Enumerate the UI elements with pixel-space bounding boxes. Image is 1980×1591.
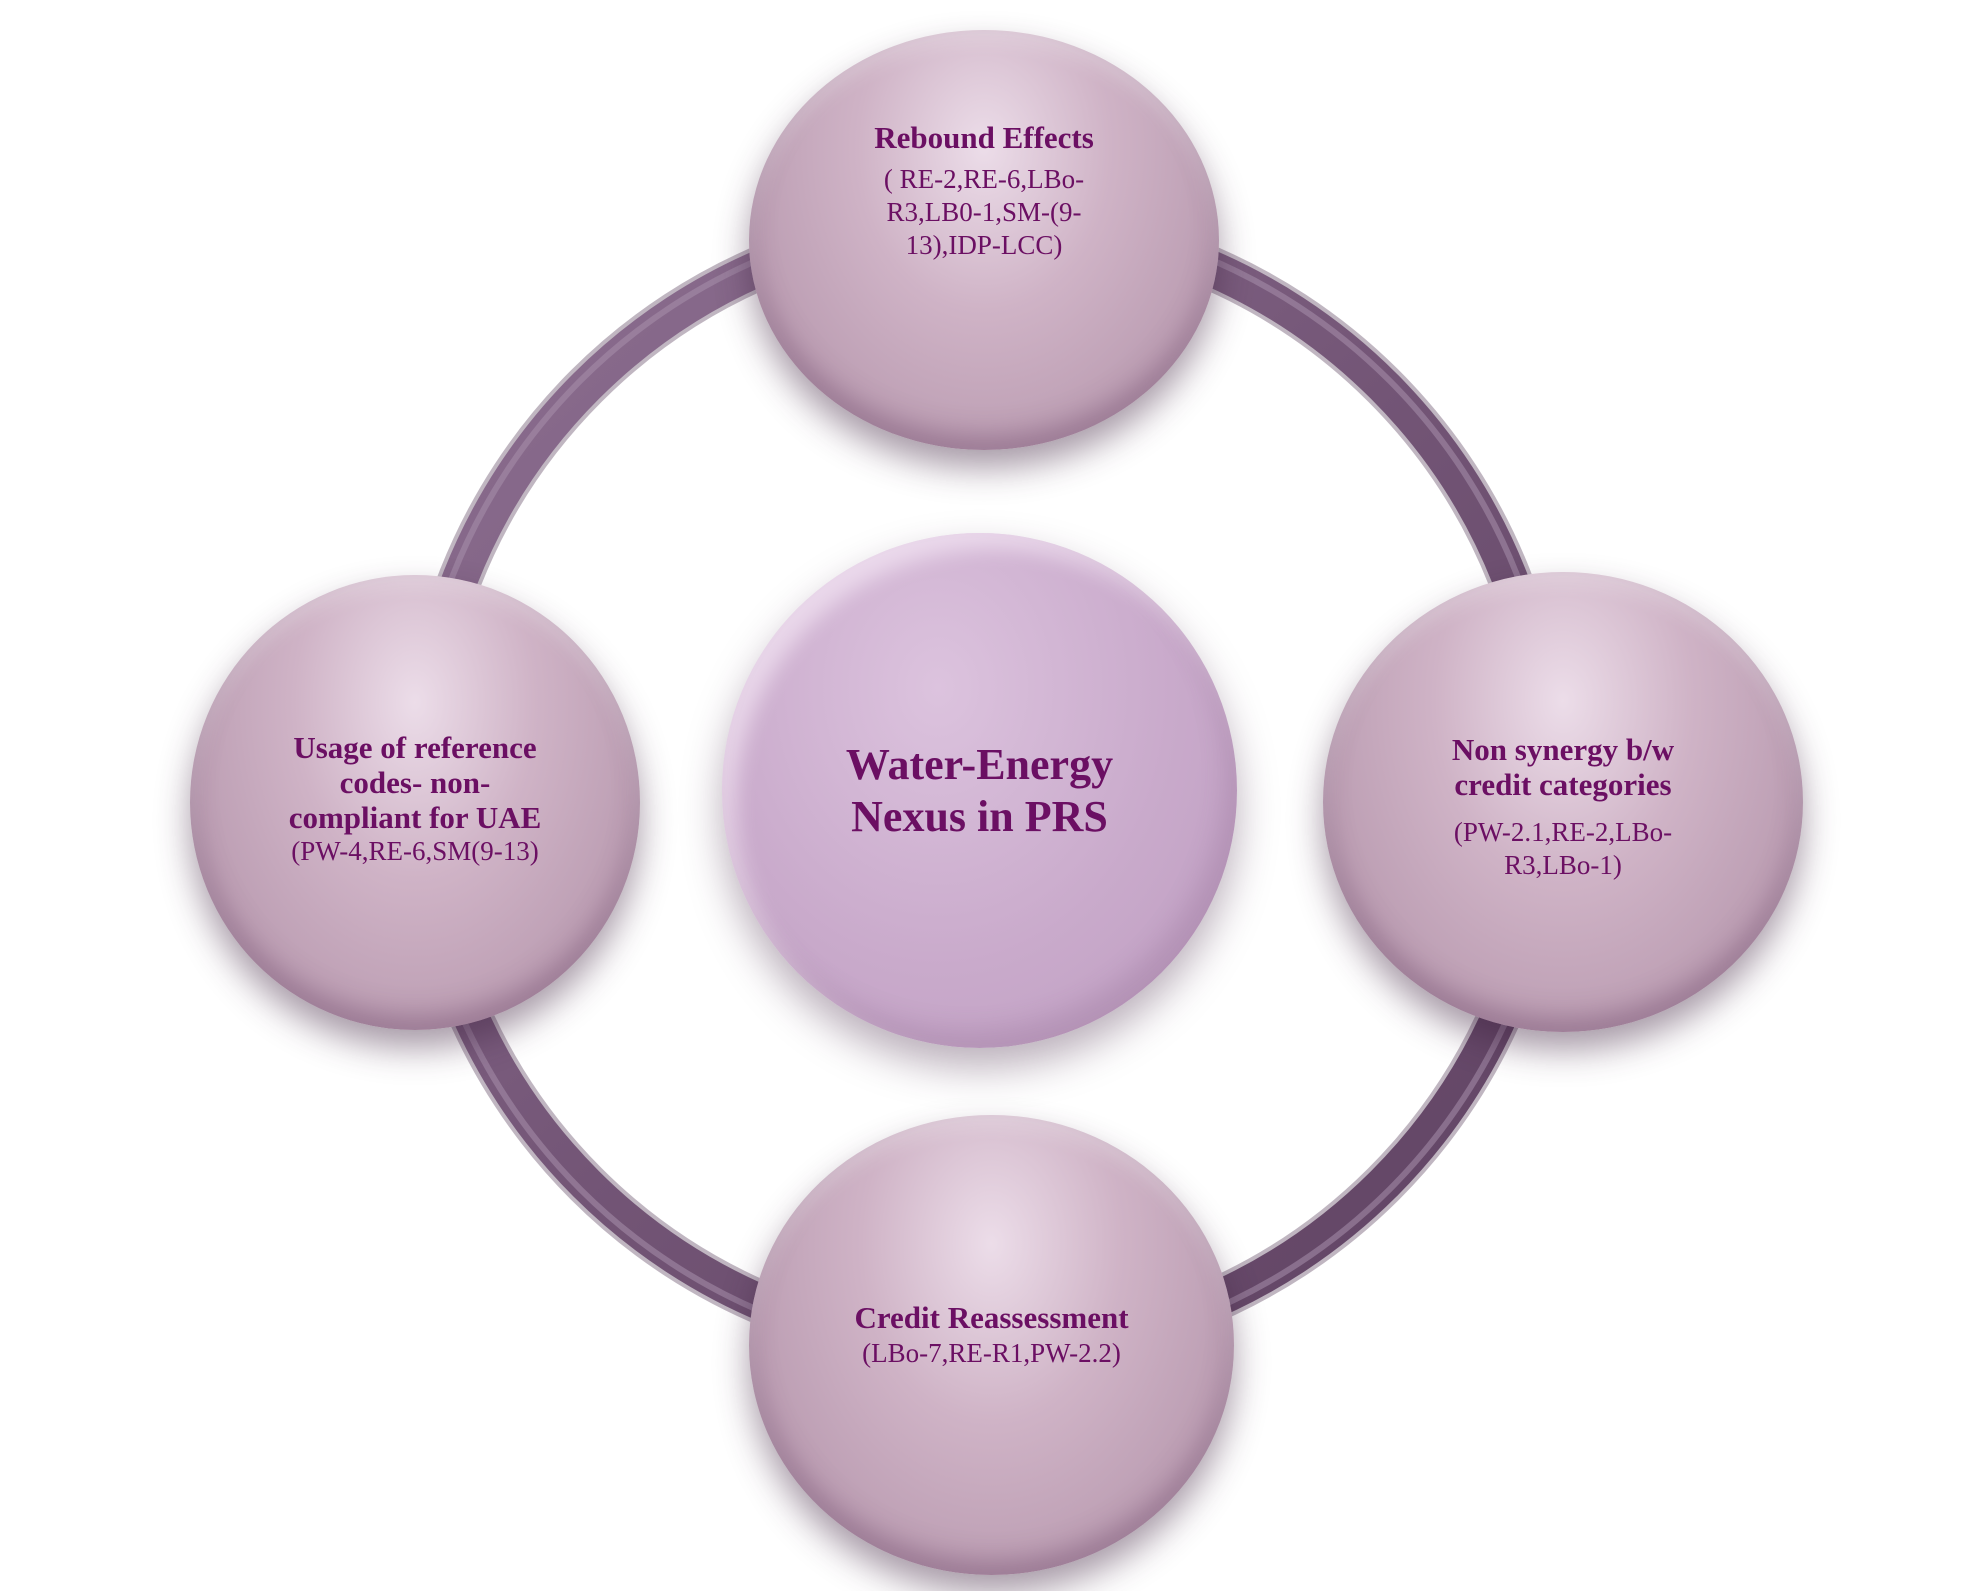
node-bottom-detail-line-1: (LBo-7,RE-R1,PW-2.2) xyxy=(862,1338,1121,1368)
node-top-detail-line-3: 13),IDP-LCC) xyxy=(905,230,1063,260)
node-left-detail-line-1: (PW-4,RE-6,SM(9-13) xyxy=(291,835,539,866)
node-top-title: Rebound Effects xyxy=(874,120,1094,155)
node-credit-reassessment: Credit Reassessment (LBo-7,RE-R1,PW-2.2) xyxy=(749,1115,1234,1575)
center-title-line-1: Water-Energy xyxy=(845,739,1114,789)
node-top-detail-line-1: ( RE-2,RE-6,LBo- xyxy=(883,164,1085,194)
center-title-line-2: Nexus in PRS xyxy=(851,791,1108,841)
node-left-title-line-3: compliant for UAE xyxy=(288,799,542,835)
node-non-synergy: Non synergy b/w credit categories (PW-2.… xyxy=(1323,572,1803,1032)
node-bottom-title: Credit Reassessment xyxy=(854,1300,1129,1335)
node-rebound-effects: Rebound Effects ( RE-2,RE-6,LBo- R3,LB0-… xyxy=(749,30,1219,450)
node-reference-codes: Usage of reference codes- non- compliant… xyxy=(190,575,640,1030)
node-right-detail-line-2: R3,LBo-1) xyxy=(1504,850,1622,880)
node-left-title-line-1: Usage of reference xyxy=(293,729,537,765)
center-circle: Water-Energy Nexus in PRS xyxy=(722,533,1237,1048)
node-left-title-line-2: codes- non- xyxy=(339,764,491,800)
node-right-detail-line-1: (PW-2.1,RE-2,LBo- xyxy=(1453,817,1673,847)
node-top-detail-line-2: R3,LB0-1,SM-(9- xyxy=(886,197,1082,227)
node-right-title-line-2: credit categories xyxy=(1454,767,1672,802)
node-right-title-line-1: Non synergy b/w xyxy=(1451,732,1675,767)
